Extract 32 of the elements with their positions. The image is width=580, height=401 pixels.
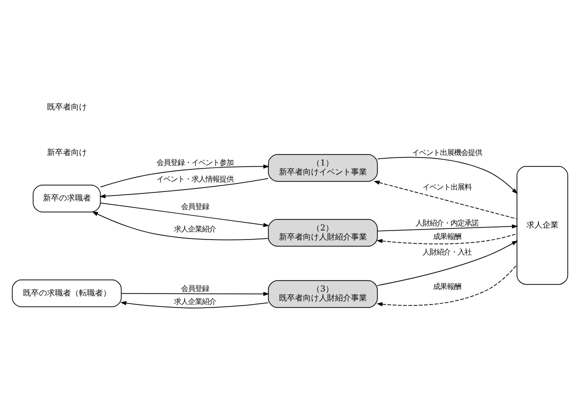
- label: 既卒者向け: [46, 101, 87, 112]
- node-box: （2） 新卒者向け人財紹介事業: [268, 218, 378, 246]
- node-box: （1） 新卒者向けイベント事業: [268, 154, 378, 182]
- node-box: 求人企業: [516, 166, 568, 284]
- edge-label: 求人企業紹介: [174, 296, 216, 306]
- arrow: [120, 300, 269, 308]
- edge-label: 成果報酬: [433, 281, 462, 290]
- arrow: [121, 291, 270, 296]
- arrow: [100, 164, 270, 187]
- arrow: [376, 264, 518, 306]
- edge-label: 会員登録・イベント参加: [156, 157, 234, 166]
- arrow: [377, 156, 518, 194]
- edge-label: 会員登録: [180, 201, 209, 210]
- node-box: 新卒の求職者: [32, 184, 101, 212]
- arrow: [376, 240, 518, 286]
- edge-label: 人財紹介・入社: [422, 247, 472, 256]
- arrow: [92, 211, 269, 240]
- edge-label: イベント出展機会提供: [412, 148, 482, 157]
- edge-label: イベント出展料: [422, 182, 472, 192]
- arrow: [374, 180, 518, 219]
- edge-label: イベント・求人情報提供: [156, 174, 234, 183]
- edge-label: 人財紹介・内定承諾: [416, 218, 479, 227]
- edge-label: 成果報酬: [433, 231, 462, 240]
- arrow: [99, 178, 269, 198]
- label: 新卒者向け: [46, 146, 87, 157]
- edge-label: 求人企業紹介: [174, 224, 216, 233]
- node-box: 既卒の求職者（転職者）: [12, 279, 122, 307]
- arrow: [100, 202, 270, 227]
- arrow: [377, 224, 518, 231]
- edge-label: 会員登録: [180, 284, 209, 293]
- arrow: [376, 232, 518, 244]
- node-box: （3） 既卒者向け人財紹介事業: [268, 280, 378, 308]
